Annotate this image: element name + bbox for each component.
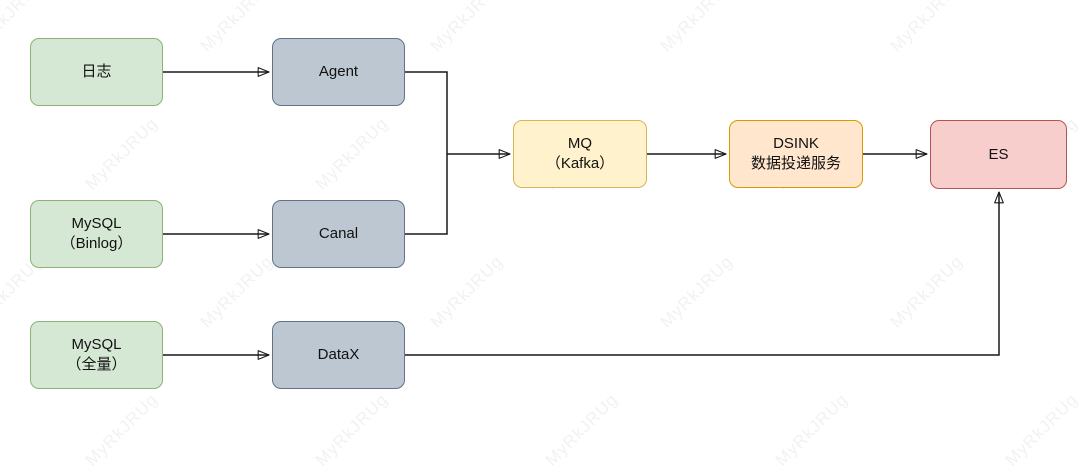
node-label: DataX <box>317 346 360 363</box>
node-es: ES <box>930 120 1067 189</box>
node-label: ES <box>988 145 1009 163</box>
node-label: DSINK <box>773 135 819 152</box>
node-label: MQ <box>567 135 593 152</box>
node-sublabel: （全量） <box>66 356 127 373</box>
edge-agent-junction <box>405 71 448 154</box>
node-mysql-binlog: MySQL （Binlog） <box>30 200 163 268</box>
connector-layer <box>163 67 1004 360</box>
node-label: MySQL <box>71 336 122 353</box>
edge-canal-junction <box>405 154 448 235</box>
node-agent: Agent <box>272 38 405 106</box>
node-logs: 日志 <box>30 38 163 106</box>
edge-datax-es <box>405 191 1004 356</box>
node-sublabel: （Binlog） <box>60 235 133 252</box>
node-label: Canal <box>318 225 359 242</box>
node-sublabel: 数据投递服务 <box>750 155 841 172</box>
node-datax: DataX <box>272 321 405 389</box>
node-mysql-full: MySQL （全量） <box>30 321 163 389</box>
node-canal: Canal <box>272 200 405 268</box>
node-label: MySQL <box>71 215 122 232</box>
node-label: Agent <box>318 63 359 80</box>
node-dsink: DSINK 数据投递服务 <box>729 120 863 188</box>
node-sublabel: （Kafka） <box>545 155 615 172</box>
node-mq-kafka: MQ （Kafka） <box>513 120 647 188</box>
node-label: 日志 <box>81 63 112 80</box>
